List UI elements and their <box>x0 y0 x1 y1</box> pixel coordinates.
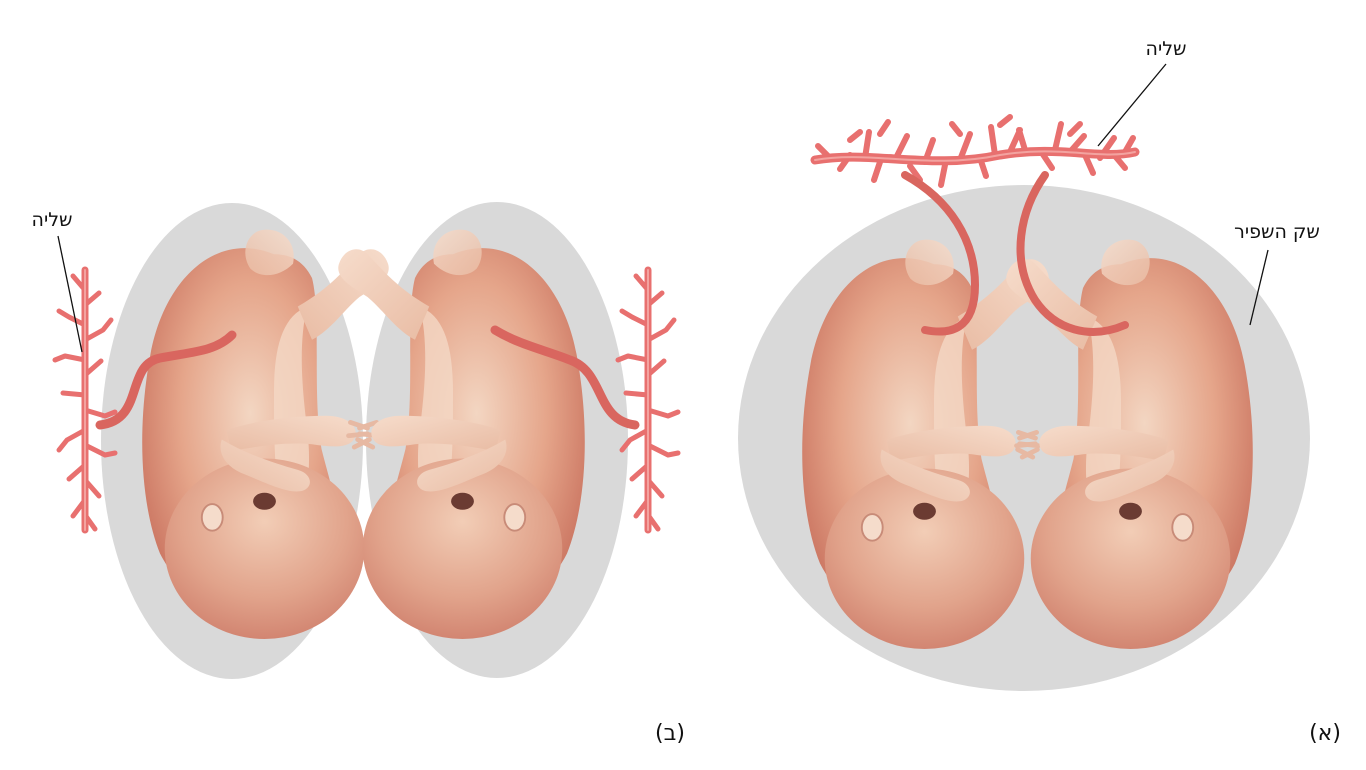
caption-b: (ב) <box>655 721 685 746</box>
placenta-b-right <box>618 270 678 530</box>
leader-amniotic-sac <box>1249 249 1269 326</box>
umbilical-cord-b-right <box>490 325 640 430</box>
caption-a: (א) <box>1309 721 1341 746</box>
label-placenta-b: שליה <box>32 209 73 231</box>
fetus-a-right <box>1006 240 1253 649</box>
panel-b: שליה (ב) <box>32 202 685 746</box>
label-amniotic-sac: שק השפיר <box>1234 221 1320 243</box>
leader-placenta-a <box>1097 63 1167 147</box>
panel-a: שליה שק השפיר (א) <box>738 38 1341 746</box>
fetus-b-right <box>338 230 585 639</box>
placenta-a-shared <box>810 114 1140 188</box>
leader-placenta-b <box>57 235 83 353</box>
fetus-a-left <box>802 240 1049 649</box>
umbilical-cord-b-left <box>95 330 237 430</box>
label-placenta-a: שליה <box>1146 38 1187 60</box>
umbilical-cord-a-right <box>1016 171 1129 336</box>
umbilical-cord-a-left <box>901 171 980 336</box>
